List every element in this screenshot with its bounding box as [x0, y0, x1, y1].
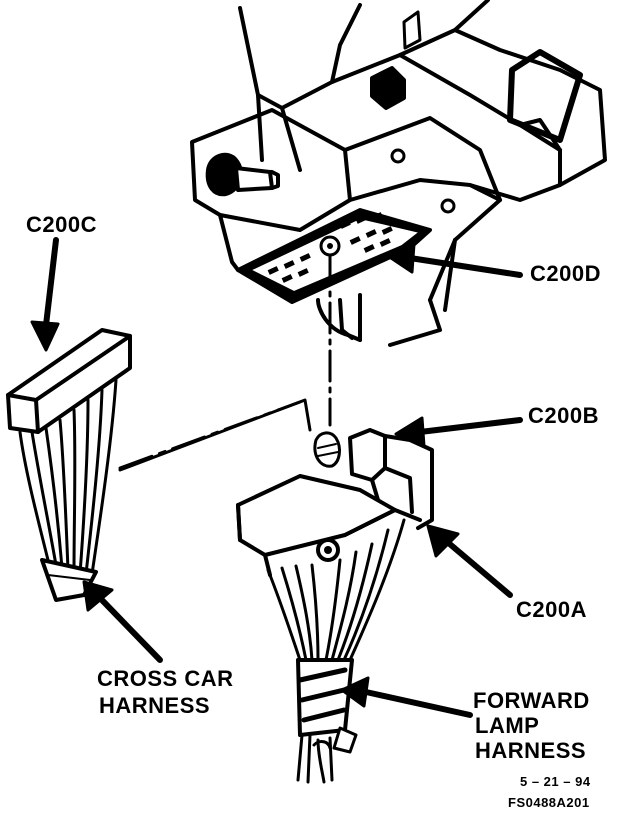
callout-arrows — [30, 237, 523, 718]
arrow-cross-car — [82, 580, 163, 663]
label-cross-car-line2: HARNESS — [99, 693, 211, 718]
label-c200c: C200C — [26, 212, 97, 237]
label-forward-lamp-line2: LAMP — [475, 713, 540, 738]
label-c200b: C200B — [528, 403, 599, 428]
figure-id: FS0488A201 — [508, 795, 590, 810]
alignment-lines — [118, 253, 332, 472]
arrow-c200a — [426, 524, 513, 598]
c200a-c200b-connector — [236, 428, 434, 784]
arrow-forward-lamp — [340, 676, 473, 718]
label-forward-lamp-line1: FORWARD — [473, 688, 590, 713]
label-cross-car-line1: CROSS CAR — [97, 666, 234, 691]
arrow-c200c — [30, 237, 60, 352]
c200d-connector — [236, 208, 432, 342]
label-c200d: C200D — [530, 261, 601, 286]
label-forward-lamp-line3: HARNESS — [475, 738, 587, 763]
arrow-c200b — [394, 416, 523, 448]
c200c-connector — [6, 328, 132, 602]
mounting-bracket — [190, 0, 607, 347]
arrow-c200d — [386, 242, 523, 278]
date-stamp: 5 – 21 – 94 — [520, 774, 591, 789]
label-c200a: C200A — [516, 597, 587, 622]
